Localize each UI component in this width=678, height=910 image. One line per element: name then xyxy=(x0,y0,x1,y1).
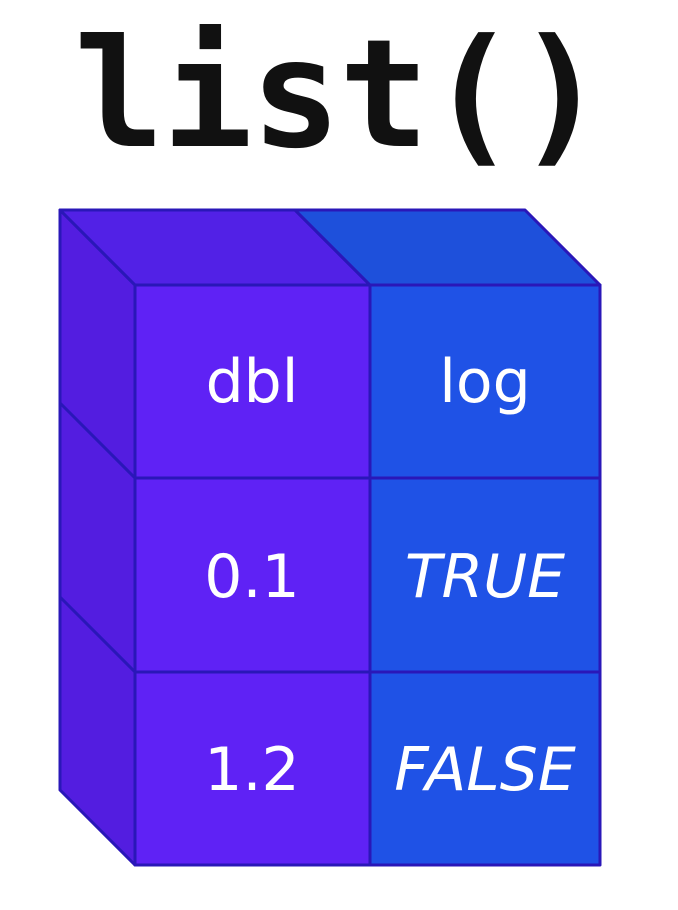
cell-log-header xyxy=(368,283,602,480)
side-divider-2 xyxy=(58,595,137,674)
function-title: list() xyxy=(74,8,606,182)
cell-dbl-row-2-label: 1.2 xyxy=(204,735,299,805)
cell-log-header-label: log xyxy=(439,347,530,417)
cell-log-row-2-label: FALSE xyxy=(394,735,576,805)
cell-log-row-2 xyxy=(368,670,602,867)
side-divider-1 xyxy=(58,401,137,480)
cell-dbl-row-2 xyxy=(133,670,372,867)
left-side-face xyxy=(58,208,137,867)
cell-log-row-1-label: TRUE xyxy=(405,542,565,612)
cell-dbl-row-1-label: 0.1 xyxy=(204,542,299,612)
cell-log-row-1 xyxy=(368,476,602,674)
cell-dbl-header-label: dbl xyxy=(206,347,299,417)
